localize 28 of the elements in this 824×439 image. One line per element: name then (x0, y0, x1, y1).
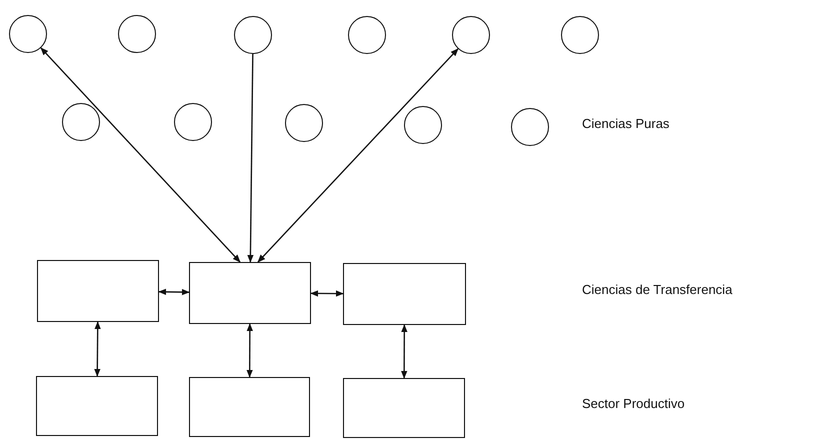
circle-node (174, 103, 212, 141)
process-box (343, 378, 465, 438)
arrow (310, 290, 344, 297)
circle-node (511, 108, 549, 146)
process-box (189, 262, 311, 324)
arrow (257, 48, 459, 263)
circle-node (404, 106, 442, 144)
arrow (40, 47, 241, 263)
process-box (36, 376, 158, 436)
circle-node (348, 16, 386, 54)
arrow (247, 54, 254, 263)
arrow (246, 323, 254, 378)
row-label: Sector Productivo (582, 396, 685, 411)
circle-node (118, 15, 156, 53)
circle-node (285, 104, 323, 142)
circle-node (452, 16, 490, 54)
circle-node (9, 15, 47, 53)
row-label: Ciencias Puras (582, 116, 670, 131)
process-box (37, 260, 159, 322)
arrow (400, 324, 408, 379)
process-box (189, 377, 310, 437)
circle-node (561, 16, 599, 54)
process-box (343, 263, 466, 325)
circle-node (62, 103, 100, 141)
circle-node (234, 16, 272, 54)
row-label: Ciencias de Transferencia (582, 282, 732, 297)
arrow (94, 321, 101, 377)
arrow (158, 288, 190, 296)
